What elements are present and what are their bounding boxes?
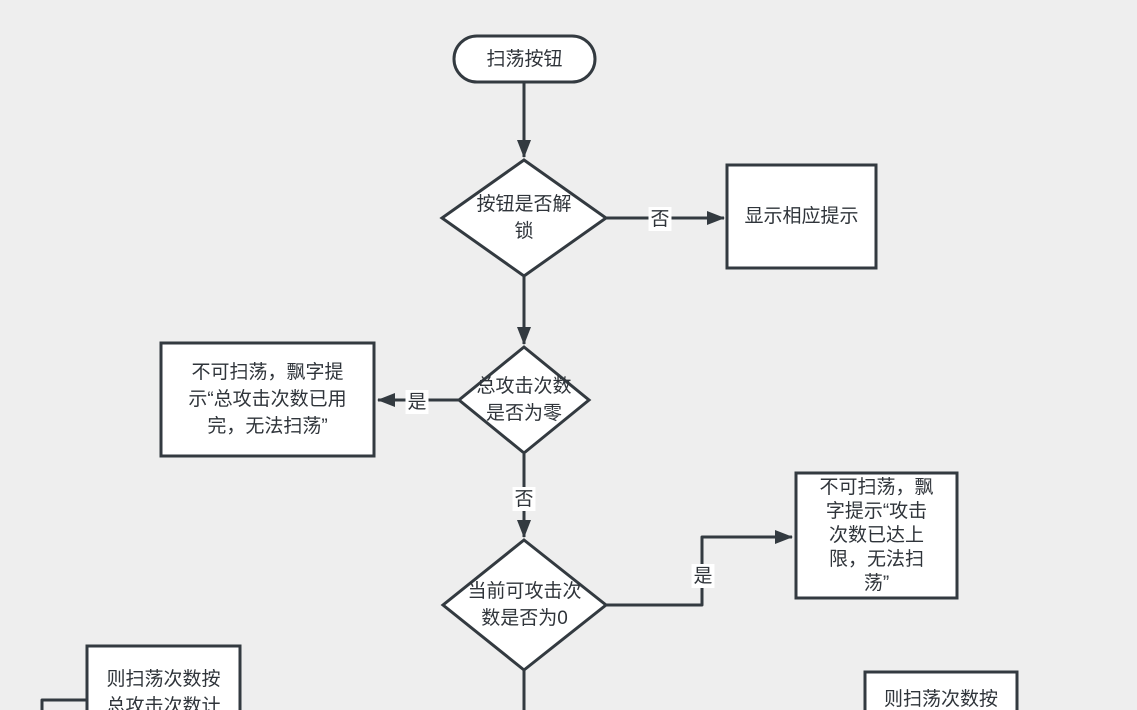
- node-sweep-by-total-label: 则扫荡次数按 总攻击次数计: [106, 669, 221, 710]
- edge-label-total-zero-no: 否: [512, 487, 536, 511]
- node-cannot-sweep-total-shape: [159, 341, 376, 458]
- node-start-label: 扫荡按钮: [486, 48, 563, 70]
- node-cannot-sweep-total-label: 不可扫荡，飘字提 示“总攻击次数已用 完，无法扫荡”: [188, 362, 347, 437]
- edge-label-current-zero-yes: 是: [691, 564, 715, 588]
- node-start-shape: [452, 34, 597, 84]
- node-show-prompt-shape: [725, 163, 878, 270]
- node-check-total-zero-label: 总攻击次数 是否为零: [476, 376, 572, 424]
- edge-into-sweep-by-total: [40, 698, 87, 710]
- node-cannot-sweep-limit-label: 不可扫荡，飘 字提示“攻击 次数已达上 限，无法扫 荡”: [819, 476, 934, 594]
- node-check-current-zero-shape: [440, 538, 609, 672]
- node-show-prompt-label: 显示相应提示: [744, 206, 859, 227]
- node-sweep-by-current-shape: [863, 670, 1019, 710]
- node-check-unlocked-shape: [439, 158, 609, 278]
- node-check-unlocked-label: 按钮是否解 锁: [476, 194, 572, 242]
- node-sweep-by-current-label: 则扫荡次数按: [883, 689, 998, 710]
- node-sweep-by-total-shape: [85, 644, 242, 710]
- edge-label-total-zero-yes: 是: [405, 390, 429, 414]
- node-cannot-sweep-limit-shape: [794, 471, 959, 600]
- node-check-total-zero-shape: [456, 345, 592, 455]
- edge-label-unlocked-no: 否: [648, 207, 672, 231]
- node-check-current-zero-label: 当前可攻击次 数是否为0: [467, 581, 582, 629]
